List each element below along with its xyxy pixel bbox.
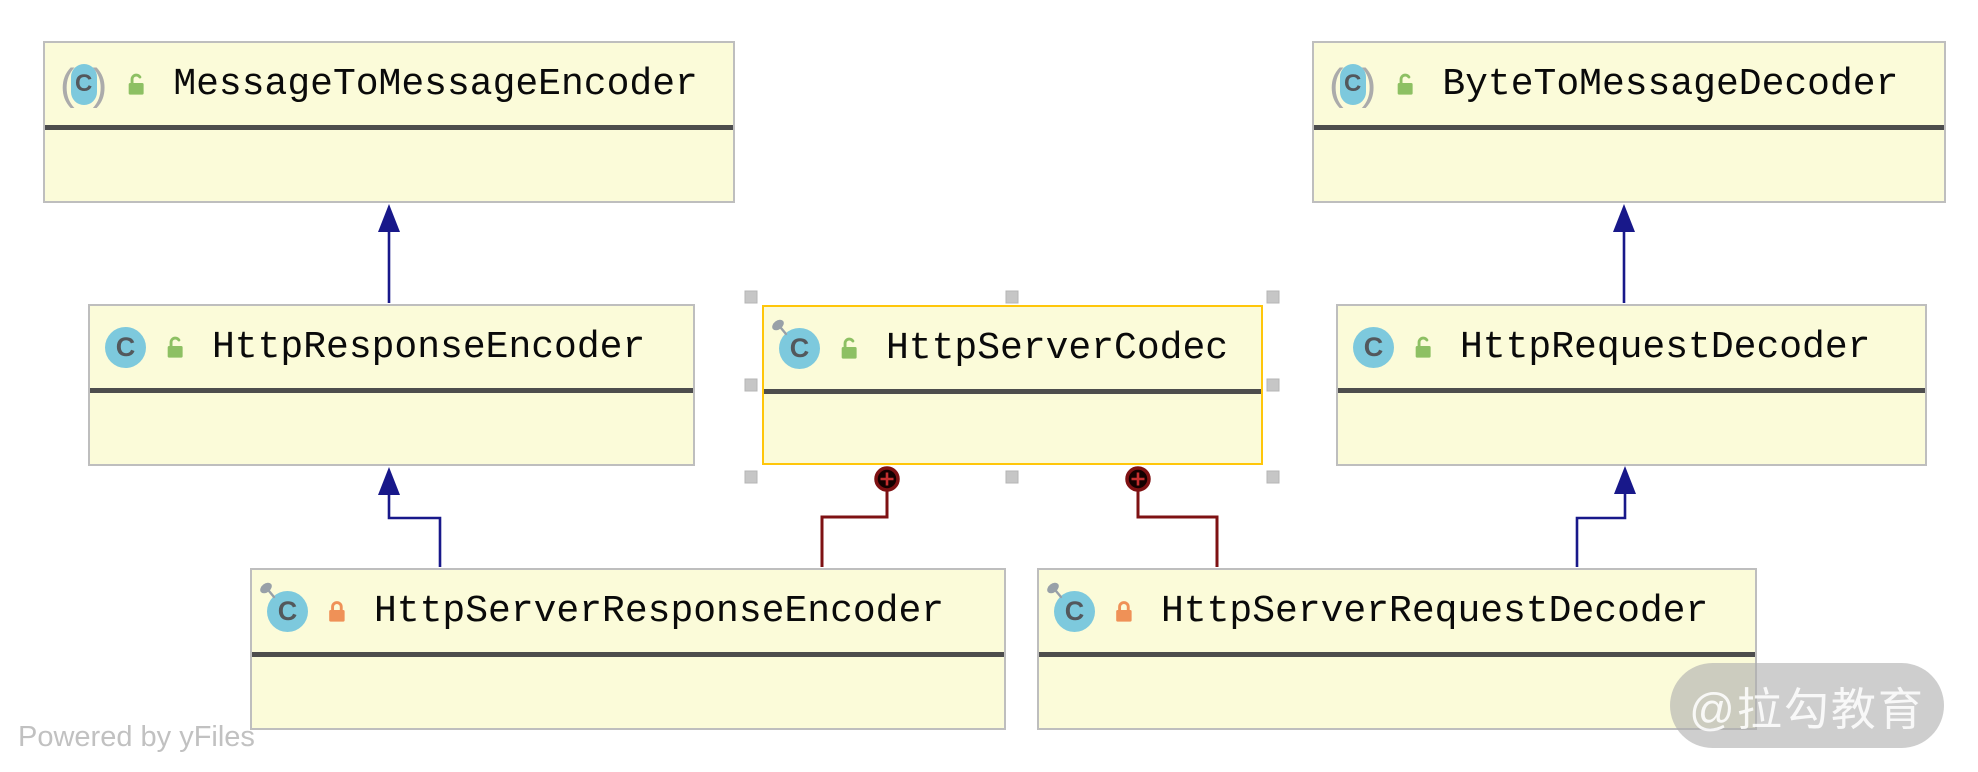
class-name: HttpServerRequestDecoder <box>1161 589 1709 633</box>
class-title-row: C HttpRequestDecoder <box>1338 306 1925 393</box>
class-title-row: C HttpServerRequestDecoder <box>1039 570 1755 657</box>
class-name: HttpServerCodec <box>886 326 1229 370</box>
powered-by-yfiles-label: Powered by yFiles <box>18 721 255 753</box>
public-lock-icon <box>167 336 183 358</box>
class-title-row: ( C ) ByteToMessageDecoder <box>1314 43 1944 130</box>
selection-handle-top-left[interactable] <box>744 290 758 304</box>
inner-class-port-icon[interactable] <box>874 466 900 492</box>
class-icon-wrap: C <box>1047 582 1095 632</box>
class-title-row: C HttpServerResponseEncoder <box>252 570 1004 657</box>
class-node-http-request-decoder[interactable]: C HttpRequestDecoder <box>1336 304 1927 466</box>
class-node-http-response-encoder[interactable]: C HttpResponseEncoder <box>88 304 695 466</box>
class-icon-wrap: C <box>260 582 308 632</box>
class-node-http-server-codec[interactable]: C HttpServerCodec <box>762 305 1263 465</box>
class-name: MessageToMessageEncoder <box>173 62 698 106</box>
selection-handle-bottom-mid[interactable] <box>1005 470 1019 484</box>
selection-handle-mid-left[interactable] <box>744 378 758 392</box>
selection-handle-top-right[interactable] <box>1266 290 1280 304</box>
class-icon-wrap: C <box>1353 326 1394 368</box>
abstract-paren-icon: ) <box>1361 59 1377 109</box>
class-name: HttpResponseEncoder <box>212 325 646 369</box>
class-icon: C <box>105 326 146 368</box>
abstract-paren-icon: ) <box>92 59 108 109</box>
class-title-row: C HttpServerCodec <box>764 307 1261 394</box>
class-name: ByteToMessageDecoder <box>1442 62 1899 106</box>
abstract-class-icon: ( C ) <box>1329 59 1377 109</box>
watermark-label: @拉勾教育 <box>1689 684 1925 735</box>
public-lock-icon <box>128 73 144 95</box>
final-pin-icon <box>1047 582 1063 598</box>
inner-class-port-icon[interactable] <box>1125 466 1151 492</box>
class-title-row: C HttpResponseEncoder <box>90 306 693 393</box>
selection-handle-bottom-right[interactable] <box>1266 470 1280 484</box>
public-lock-icon <box>1415 336 1431 358</box>
class-node-message-to-message-encoder[interactable]: ( C ) MessageToMessageEncoder <box>43 41 735 203</box>
inner-class-edge-servercodec-to-serverresponseencoder[interactable] <box>820 466 900 567</box>
class-icon: C <box>1339 63 1366 105</box>
class-name: HttpServerResponseEncoder <box>374 589 945 633</box>
inheritance-edge-serverresponseencoder-to-responseencoder[interactable] <box>378 467 442 567</box>
inheritance-edge-requestdecoder-to-bytetomessagedecoder[interactable] <box>1613 204 1635 303</box>
lagou-education-watermark: @拉勾教育 <box>1670 663 1944 748</box>
class-icon: C <box>1353 326 1394 368</box>
inheritance-edge-serverrequestdecoder-to-requestdecoder[interactable] <box>1575 466 1636 567</box>
class-icon: C <box>70 63 97 105</box>
public-lock-icon <box>841 337 857 359</box>
inheritance-edge-responseencoder-to-messagetomessageencoder[interactable] <box>378 204 400 303</box>
package-private-lock-icon <box>329 600 345 622</box>
abstract-class-icon: ( C ) <box>60 59 108 109</box>
class-icon: C <box>267 590 308 632</box>
selection-handle-top-mid[interactable] <box>1005 290 1019 304</box>
class-node-http-server-response-encoder[interactable]: C HttpServerResponseEncoder <box>250 568 1006 730</box>
final-pin-icon <box>772 319 788 335</box>
inner-class-edge-servercodec-to-serverrequestdecoder[interactable] <box>1125 466 1219 567</box>
selection-handle-bottom-left[interactable] <box>744 470 758 484</box>
class-icon-wrap: C <box>105 326 146 368</box>
final-pin-icon <box>260 582 276 598</box>
class-icon-wrap: C <box>772 319 820 369</box>
package-private-lock-icon <box>1116 600 1132 622</box>
class-name: HttpRequestDecoder <box>1460 325 1871 369</box>
selection-handle-mid-right[interactable] <box>1266 378 1280 392</box>
class-title-row: ( C ) MessageToMessageEncoder <box>45 43 733 130</box>
public-lock-icon <box>1397 73 1413 95</box>
class-node-byte-to-message-decoder[interactable]: ( C ) ByteToMessageDecoder <box>1312 41 1946 203</box>
class-node-http-server-request-decoder[interactable]: C HttpServerRequestDecoder <box>1037 568 1757 730</box>
